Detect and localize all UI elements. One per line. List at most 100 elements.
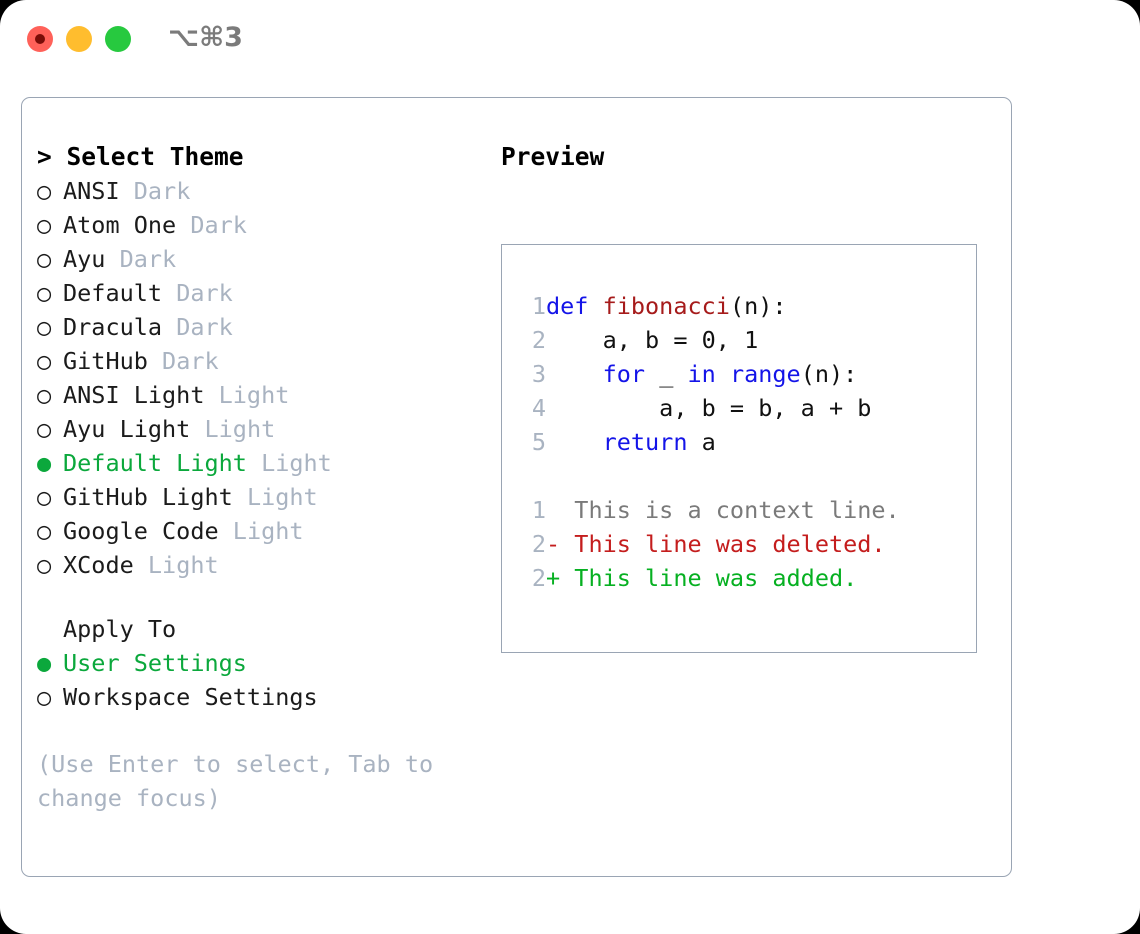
spacing — [176, 211, 190, 239]
line-number: 5 — [531, 428, 546, 456]
diff-lines: 1 This is a context line.2- This line wa… — [516, 493, 966, 595]
close-icon — [35, 34, 45, 44]
code-token: (n): — [800, 360, 858, 388]
keyboard-hint-text: (Use Enter to select, Tab to change focu… — [37, 750, 434, 812]
code-token — [546, 428, 603, 456]
theme-list-item[interactable]: ○ANSI Dark — [37, 174, 497, 208]
radio-selected-icon[interactable]: ● — [37, 449, 52, 477]
hint-spacer — [37, 714, 497, 744]
radio-unselected-icon[interactable]: ○ — [37, 483, 52, 511]
spacing — [204, 381, 218, 409]
spacing — [105, 245, 119, 273]
diff-line: 2- This line was deleted. — [516, 527, 966, 561]
theme-list-item[interactable]: ●Default Light Light — [37, 446, 497, 480]
theme-mode-tag: Dark — [119, 245, 177, 273]
apply-to-label: User Settings — [63, 649, 247, 677]
apply-to-item[interactable]: ○Workspace Settings — [37, 680, 497, 714]
theme-list-item[interactable]: ○ANSI Light Light — [37, 378, 497, 412]
theme-name: Ayu Light — [63, 415, 191, 443]
radio-unselected-icon[interactable]: ○ — [37, 177, 52, 205]
code-token: fibonacci — [602, 292, 730, 320]
spacing — [120, 177, 134, 205]
theme-mode-tag: Light — [147, 551, 219, 579]
theme-name: GitHub — [63, 347, 148, 375]
radio-unselected-icon[interactable]: ○ — [37, 313, 52, 341]
theme-name: ANSI Light — [63, 381, 205, 409]
line-number: 1 — [531, 292, 546, 320]
theme-name: Default — [63, 279, 163, 307]
radio-unselected-icon[interactable]: ○ — [37, 683, 52, 711]
apply-to-list[interactable]: ● User Settings ○Workspace Settings — [37, 646, 497, 714]
theme-name: XCode — [63, 551, 134, 579]
line-number: 2 — [531, 564, 546, 592]
theme-list-item[interactable]: ○Default Dark — [37, 276, 497, 310]
theme-mode-tag: Dark — [162, 347, 219, 375]
apply-to-item[interactable]: ● User Settings — [37, 646, 497, 680]
diff-text: - This line was deleted. — [546, 530, 886, 558]
spacing — [162, 313, 176, 341]
spacing — [219, 517, 233, 545]
code-token: in — [687, 360, 716, 388]
theme-list-item[interactable]: ○ XCode Light — [37, 548, 497, 582]
select-theme-header: > Select Theme — [37, 142, 244, 171]
keyboard-shortcut-label: ⌥⌘3 — [168, 22, 243, 53]
theme-mode-tag: Dark — [190, 211, 247, 239]
code-token — [716, 360, 730, 388]
line-number: 4 — [531, 394, 546, 422]
code-token: a, b = 0, 1 — [546, 326, 759, 354]
code-line: 2 a, b = 0, 1 — [516, 323, 966, 357]
code-token: return — [602, 428, 688, 456]
minimize-button[interactable] — [66, 26, 92, 52]
diff-text: This is a context line. — [546, 496, 900, 524]
radio-unselected-icon[interactable]: ○ — [37, 415, 52, 443]
radio-unselected-icon[interactable]: ○ — [37, 381, 52, 409]
code-token: for — [602, 360, 646, 388]
theme-list-item[interactable]: ○Dracula Dark — [37, 310, 497, 344]
zoom-button[interactable] — [105, 26, 131, 52]
radio-unselected-icon[interactable]: ○ — [37, 245, 52, 273]
spacing — [233, 483, 247, 511]
theme-mode-tag: Light — [246, 483, 318, 511]
radio-selected-icon[interactable]: ● — [37, 649, 52, 677]
theme-list-item[interactable]: ○ Atom One Dark — [37, 208, 497, 242]
code-diff-gap — [516, 459, 966, 493]
radio-unselected-icon[interactable]: ○ — [37, 211, 52, 239]
theme-name: Google Code — [63, 517, 219, 545]
radio-unselected-icon[interactable]: ○ — [37, 347, 52, 375]
theme-name: Dracula — [63, 313, 163, 341]
close-button[interactable] — [27, 26, 53, 52]
title-bar: ⌥⌘3 — [0, 0, 1140, 80]
theme-list-item[interactable]: ○ Ayu Dark — [37, 242, 497, 276]
diff-line: 1 This is a context line. — [516, 493, 966, 527]
theme-list[interactable]: ○ANSI Dark○Atom One Dark○Ayu Dark○Defaul… — [37, 174, 497, 582]
line-number: 2 — [531, 326, 546, 354]
code-line: 3 for _ in range(n): — [516, 357, 966, 391]
theme-mode-tag: Dark — [133, 177, 191, 205]
code-line: 1def fibonacci(n): — [516, 289, 966, 323]
theme-picker-column: > Select Theme ○ANSI Dark○Atom One Dark○… — [37, 140, 497, 815]
radio-unselected-icon[interactable]: ○ — [37, 551, 52, 579]
diff-line: 2+ This line was added. — [516, 561, 966, 595]
code-token: (n): — [729, 292, 787, 320]
theme-list-item[interactable]: ○Google Code Light — [37, 514, 497, 548]
theme-list-item[interactable]: ○Ayu Light Light — [37, 412, 497, 446]
line-number: 2 — [531, 530, 546, 558]
theme-list-item[interactable]: ○ GitHub Dark — [37, 344, 497, 378]
spacing — [190, 415, 204, 443]
code-token: def — [546, 292, 603, 320]
spacing — [162, 279, 176, 307]
theme-list-item[interactable]: ○GitHub Light Light — [37, 480, 497, 514]
code-line: 4 a, b = b, a + b — [516, 391, 966, 425]
diff-text: + This line was added. — [546, 564, 858, 592]
section-spacer — [37, 582, 497, 612]
code-line: 5 return a — [516, 425, 966, 459]
theme-name: Atom One — [63, 211, 177, 239]
theme-name: Ayu — [63, 245, 106, 273]
radio-unselected-icon[interactable]: ○ — [37, 517, 52, 545]
radio-unselected-icon[interactable]: ○ — [37, 279, 52, 307]
theme-mode-tag: Light — [261, 449, 332, 477]
